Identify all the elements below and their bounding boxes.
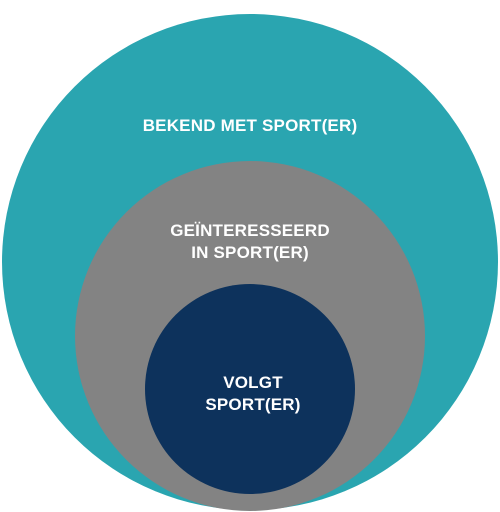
inner-label-line-1: VOLGT (223, 373, 283, 392)
inner-circle (145, 284, 355, 494)
inner-label-line-2: SPORT(ER) (205, 395, 301, 414)
middle-circle-label: GEÏNTERESSEERD IN SPORT(ER) (0, 220, 500, 264)
outer-circle-label: BEKEND MET SPORT(ER) (0, 115, 500, 137)
outer-label-line-1: BEKEND MET SPORT(ER) (142, 116, 358, 135)
middle-label-line-2: IN SPORT(ER) (191, 243, 309, 262)
inner-circle-label: VOLGT SPORT(ER) (146, 372, 360, 416)
middle-label-line-1: GEÏNTERESSEERD (170, 221, 330, 240)
